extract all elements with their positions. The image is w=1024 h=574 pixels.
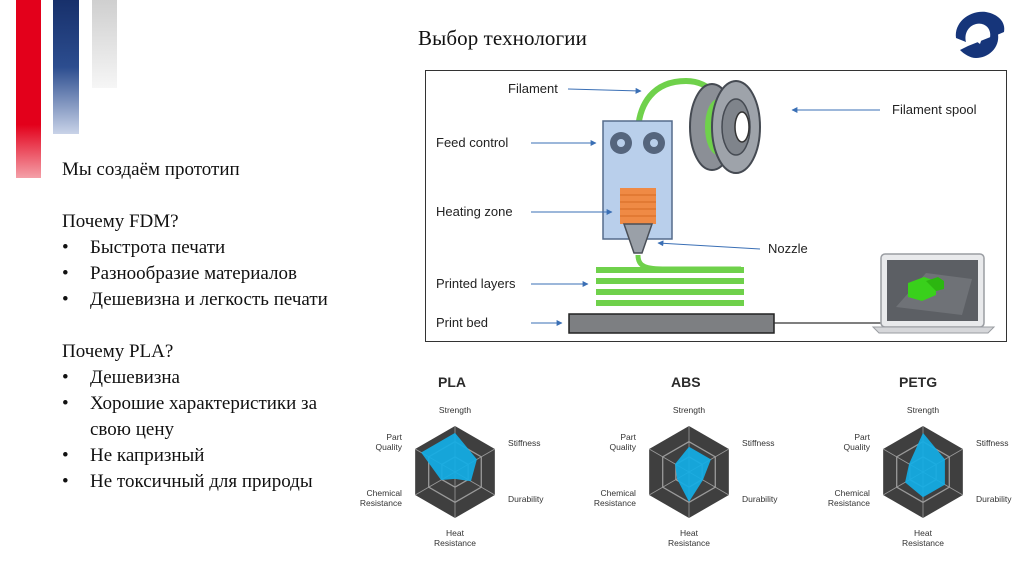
radar-axis-label: Durability (976, 494, 1012, 504)
radar-axis-label: Durability (742, 494, 778, 504)
decor-bar-blue (53, 0, 79, 134)
left-text-column: Мы создаём прототип Почему FDM? Быстрота… (62, 157, 362, 495)
list-item: Дешевизна (62, 365, 362, 391)
left-heading: Мы создаём прототип (62, 159, 240, 180)
radar-axis-label: Strength (673, 405, 705, 415)
list-item: Дешевизна и легкость печати (62, 287, 362, 313)
printed-layer (596, 278, 744, 284)
label-filament: Filament (508, 81, 558, 96)
section-fdm-title: Почему FDM? (62, 211, 179, 232)
fdm-diagram-drawing: Filament Feed control Heating zone Print… (436, 77, 996, 334)
radar-axis-label: Durability (508, 494, 544, 504)
radar-data-area (675, 446, 711, 502)
list-item: Хорошие характеристики за свою цену (62, 391, 362, 443)
label-nozzle: Nozzle (768, 241, 808, 256)
radar-title-petg: PETG (899, 374, 938, 390)
radar-title-abs: ABS (671, 374, 701, 390)
decor-bar-grey (92, 0, 117, 88)
radar-axis-label: Stiffness (508, 438, 540, 448)
label-filament-spool: Filament spool (892, 102, 977, 117)
label-heating-zone: Heating zone (436, 204, 513, 219)
logo-icon (955, 11, 1005, 58)
printed-layer (596, 267, 744, 273)
heating-block (620, 188, 656, 224)
radar-axis-label: Strength (907, 405, 939, 415)
filament-spool-icon (689, 80, 761, 174)
printed-layer (596, 289, 744, 295)
list-item: Не капризный (62, 443, 362, 469)
radar-data-area (905, 432, 945, 498)
radar-axis-label: Stiffness (742, 438, 774, 448)
list-item: Быстрота печати (62, 235, 362, 261)
fdm-reasons-list: Быстрота печати Разнообразие материалов … (62, 235, 362, 313)
list-item: Не токсичный для природы (62, 469, 362, 495)
nozzle-icon (622, 223, 654, 254)
radar-axis-label: Strength (439, 405, 471, 415)
fdm-diagram: Filament Feed control Heating zone Print… (425, 70, 1007, 342)
label-feed-control: Feed control (436, 135, 508, 150)
decor-bar-red (16, 0, 41, 178)
laptop-icon (871, 253, 996, 334)
print-bed (568, 313, 775, 334)
radar-axis-label: Stiffness (976, 438, 1008, 448)
section-pla-title: Почему PLA? (62, 341, 174, 362)
slide-title: Выбор технологии (418, 26, 587, 50)
radar-title-pla: PLA (438, 374, 466, 390)
list-item: Разнообразие материалов (62, 261, 362, 287)
label-print-bed: Print bed (436, 315, 488, 330)
radar-data-area (421, 432, 477, 482)
gear-icon (610, 132, 665, 154)
label-printed-layers: Printed layers (436, 276, 516, 291)
pla-reasons-list: Дешевизна Хорошие характеристики за свою… (62, 365, 362, 495)
printed-layer (596, 300, 744, 306)
